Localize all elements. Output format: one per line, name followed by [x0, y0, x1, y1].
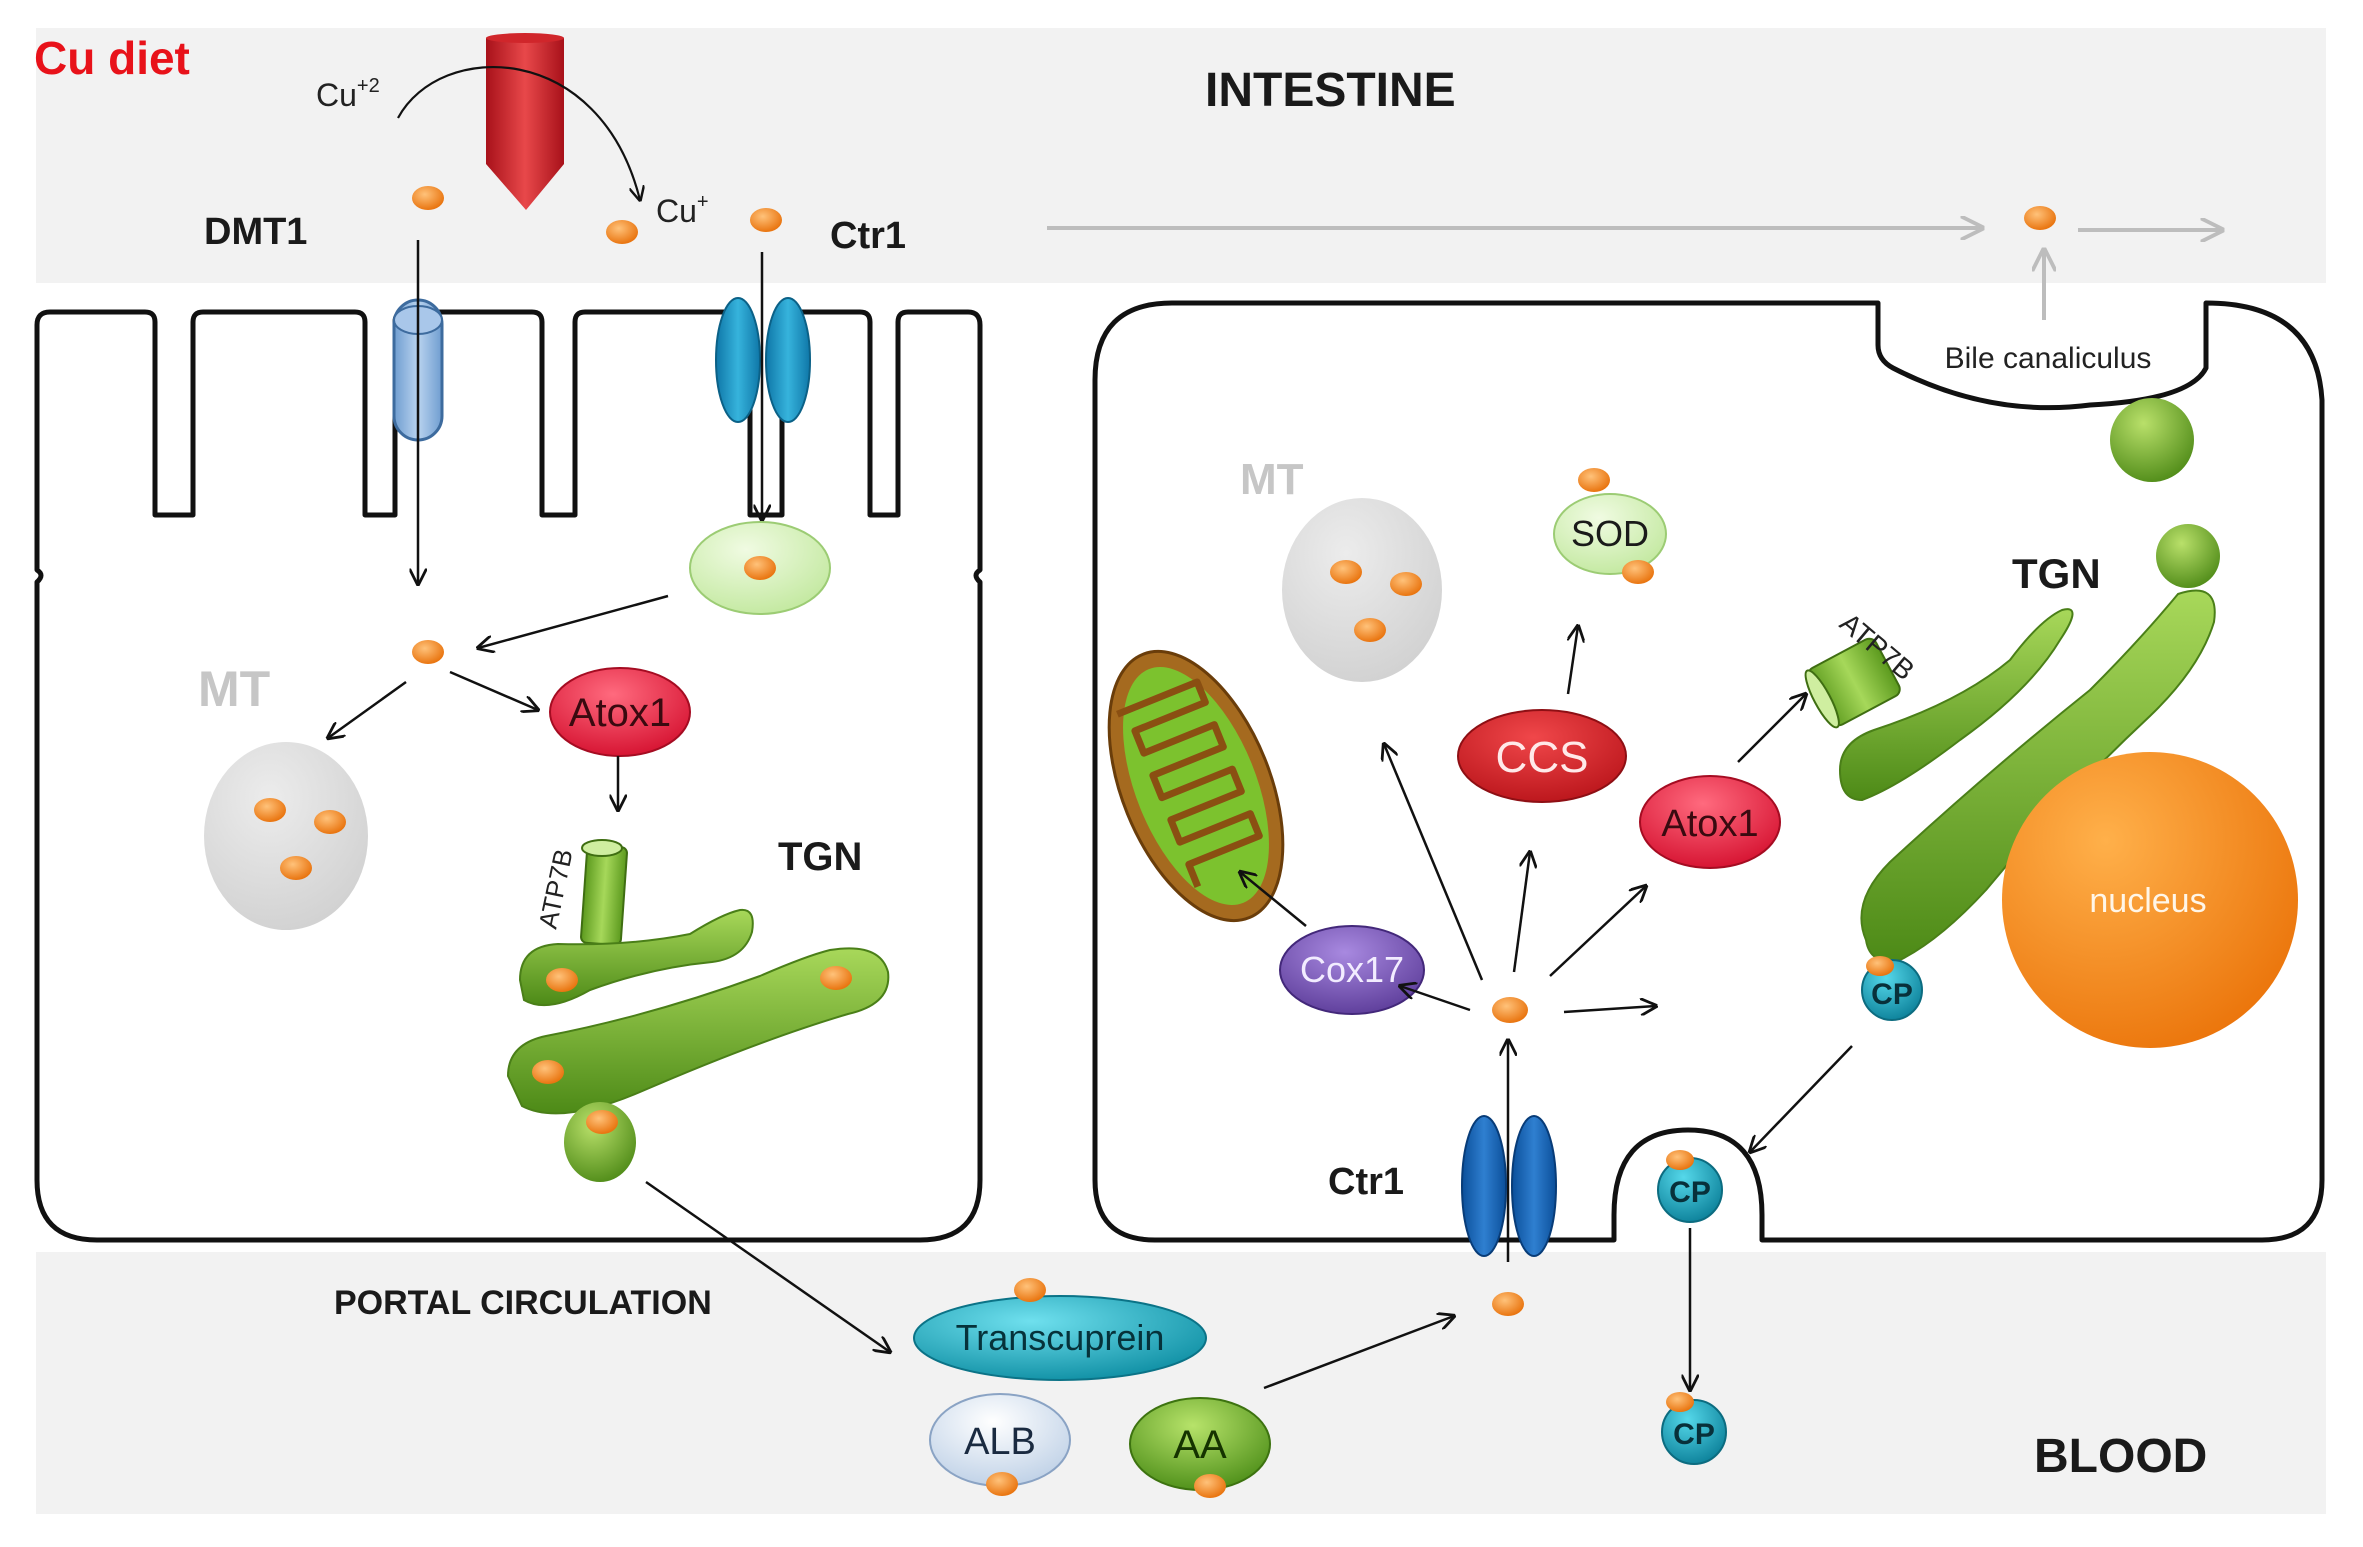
mt-enterocyte-label: MT	[198, 661, 270, 717]
copper-ion	[412, 186, 444, 210]
copper-ion	[1194, 1474, 1226, 1498]
mt-hepatocyte	[1282, 498, 1442, 682]
copper-ion	[744, 556, 776, 580]
copper-ion	[750, 208, 782, 232]
dmt1-label: DMT1	[204, 211, 307, 253]
golgi-hep-upper	[1838, 608, 2074, 802]
copper-ion	[1492, 1292, 1524, 1316]
atox1-hepatocyte-label: Atox1	[1661, 803, 1758, 845]
copper-ion	[532, 1060, 564, 1084]
copper-ion	[586, 1110, 618, 1134]
bile-canaliculus-label: Bile canaliculus	[1945, 342, 2152, 375]
atox1-hepatocyte	[1639, 775, 1781, 869]
ctr1-lumen-label: Ctr1	[830, 215, 906, 257]
copper-ion	[412, 640, 444, 664]
mt-enterocyte	[204, 742, 368, 930]
ccs	[1457, 709, 1627, 803]
albumin-label: ALB	[964, 1421, 1036, 1463]
copper-ion	[820, 966, 852, 990]
to-mt-arrow	[328, 680, 407, 738]
amino-acids-label: AA	[1173, 1423, 1227, 1467]
sod	[1553, 493, 1667, 575]
nucleus-label: nucleus	[2089, 882, 2206, 920]
diet-label: Cu diet	[34, 32, 190, 84]
to-liver-arrow	[1263, 1316, 1454, 1390]
copper-ion	[1578, 468, 1610, 492]
atox1-enterocyte-label: Atox1	[569, 691, 671, 735]
diet-arrow	[486, 33, 564, 210]
nucleus	[2002, 752, 2298, 1048]
copper-ion	[1666, 1392, 1694, 1412]
cox17-to-mito-arrow	[1240, 872, 1307, 927]
copper-ion	[606, 220, 638, 244]
hep-to-cox17-arrow	[1400, 986, 1471, 1012]
transcuprein	[913, 1295, 1207, 1381]
golgi-cisterna-upper	[518, 908, 754, 1007]
cu1-label: Cu+	[656, 191, 709, 229]
copper-ion	[1492, 997, 1528, 1023]
copper-ion	[1354, 618, 1386, 642]
ccs-to-sod-arrow	[1566, 626, 1578, 695]
copper-ion	[314, 810, 346, 834]
blood-title: BLOOD	[2034, 1430, 2207, 1483]
hep-to-nucleus-arrow	[1563, 1006, 1656, 1012]
hep-to-mt-arrow	[1384, 744, 1484, 981]
copper-ion	[1330, 560, 1362, 584]
ccs-label: CCS	[1496, 733, 1589, 782]
vesicle-release-arrow	[478, 594, 669, 648]
cu2-label: Cu+2	[316, 75, 380, 113]
atp7b-hepatocyte	[1804, 637, 1901, 729]
cp-blood	[1661, 1399, 1727, 1465]
cp-golgi-label: CP	[1871, 978, 1913, 1011]
atox1-to-atp7b-hep-arrow	[1737, 694, 1806, 763]
cox17-label: Cox17	[1300, 949, 1404, 990]
copper-ion	[986, 1472, 1018, 1496]
copper-ion	[280, 856, 312, 880]
atox1-enterocyte	[549, 667, 691, 757]
tgn-hepatocyte-label: TGN	[2012, 550, 2101, 597]
hep-to-atox1-arrow	[1549, 886, 1646, 977]
enterocyte-membrane	[34, 309, 983, 1243]
copper-ion	[1866, 956, 1894, 976]
intestine-lumen-band	[36, 28, 2326, 283]
copper-ion	[546, 968, 578, 992]
sod-label: SOD	[1571, 513, 1649, 554]
to-portal-arrow	[645, 1180, 890, 1352]
intestine-title: INTESTINE	[1205, 64, 1456, 117]
cox17	[1279, 925, 1425, 1015]
ctr1-enterocyte-channel	[715, 297, 811, 423]
mitochondrion	[1107, 649, 1285, 923]
copper-ion	[1390, 572, 1422, 596]
copper-ion	[2024, 206, 2056, 230]
copper-ion	[1014, 1278, 1046, 1302]
transcuprein-label: Transcuprein	[956, 1317, 1165, 1358]
mt-hepatocyte-label: MT	[1240, 455, 1304, 504]
copper-ion	[1622, 560, 1654, 584]
golgi-hep-vesicle-2	[2156, 524, 2220, 588]
atp7b-enterocyte	[580, 839, 628, 946]
copper-ion	[254, 798, 286, 822]
reduction-arrow	[397, 66, 640, 200]
tgn-enterocyte-label: TGN	[778, 835, 862, 879]
ctr1-hepatocyte-channel	[1461, 1115, 1557, 1257]
golgi-hep-vesicle-1	[2110, 398, 2194, 482]
cp-secretion-arrow	[1750, 1045, 1853, 1152]
copper-ion	[1666, 1150, 1694, 1170]
ctr1-hepatocyte-label: Ctr1	[1328, 1161, 1404, 1203]
cp-vesicle-label: CP	[1669, 1176, 1711, 1209]
golgi-hep-lower	[1860, 589, 2216, 962]
golgi-cisterna-lower	[506, 947, 890, 1115]
to-atox1-arrow	[449, 670, 538, 710]
hep-to-ccs-arrow	[1512, 852, 1530, 973]
cp-blood-label: CP	[1673, 1418, 1715, 1451]
portal-label: PORTAL CIRCULATION	[334, 1284, 712, 1322]
